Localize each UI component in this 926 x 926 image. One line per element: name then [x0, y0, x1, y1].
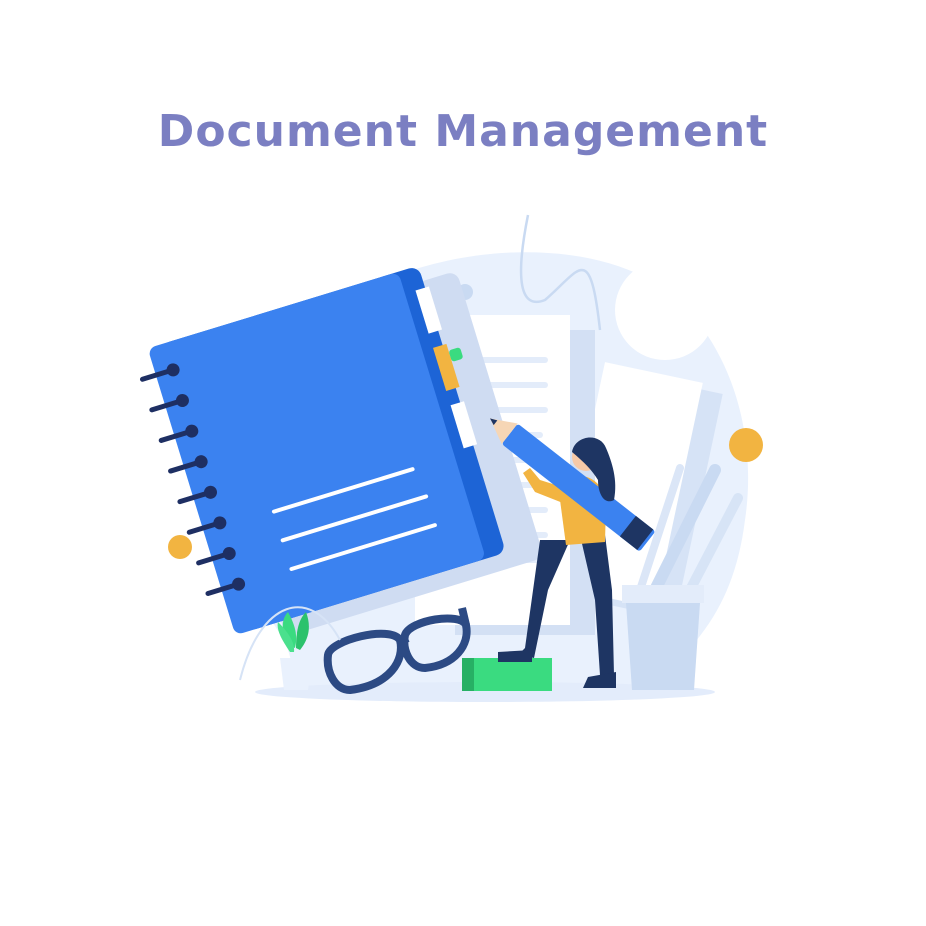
green-block-icon [462, 658, 552, 691]
yellow-dot-left [168, 535, 192, 559]
yellow-dot-right [729, 428, 763, 462]
plant-icon [239, 606, 341, 690]
pen-cup-icon [622, 464, 743, 690]
page-title: Document Management [157, 106, 769, 157]
woman-with-pencil-icon [489, 418, 655, 688]
notebook-icon [139, 268, 542, 635]
eyeglasses-icon [323, 607, 471, 694]
